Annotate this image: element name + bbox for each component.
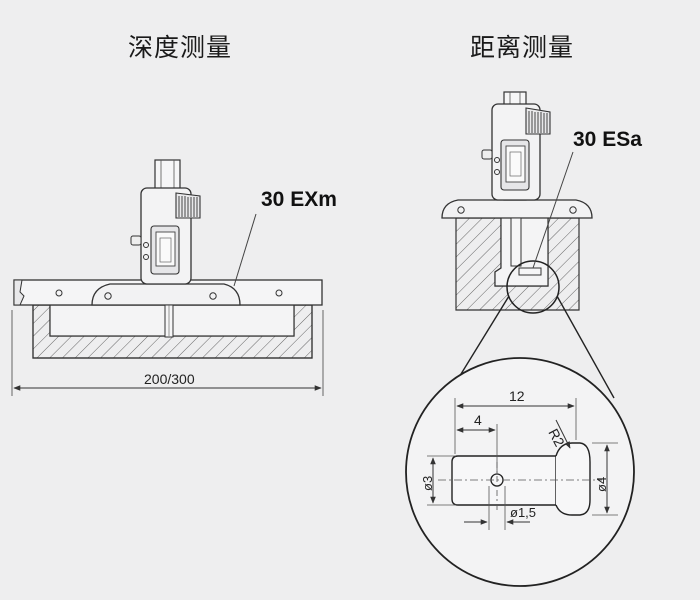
diameter-4-label: ø4: [594, 477, 609, 492]
hole-diameter-label: ø1,5: [510, 505, 536, 520]
dimension-4-label: 4: [474, 412, 482, 428]
probe-pin-detail: [451, 455, 557, 506]
radius-r2-label: R2: [545, 426, 568, 450]
dimension-12-label: 12: [509, 388, 525, 404]
model-label-30-exm: 30 EXm: [261, 188, 337, 211]
title-distance-measurement: 距离测量: [470, 33, 575, 62]
distance-measurement-figure: 30 ESa 12 4 R2: [405, 91, 642, 587]
width-dimension-label: 200/300: [144, 371, 195, 387]
detail-selection-circle: [506, 260, 560, 314]
depth-measurement-figure: 30 EXm 200/300: [11, 159, 337, 396]
diameter-3-label: ø3: [420, 476, 435, 491]
model-label-30-esa: 30 ESa: [573, 128, 642, 151]
title-depth-measurement: 深度测量: [128, 33, 233, 62]
caliper-base-left: [91, 283, 241, 306]
